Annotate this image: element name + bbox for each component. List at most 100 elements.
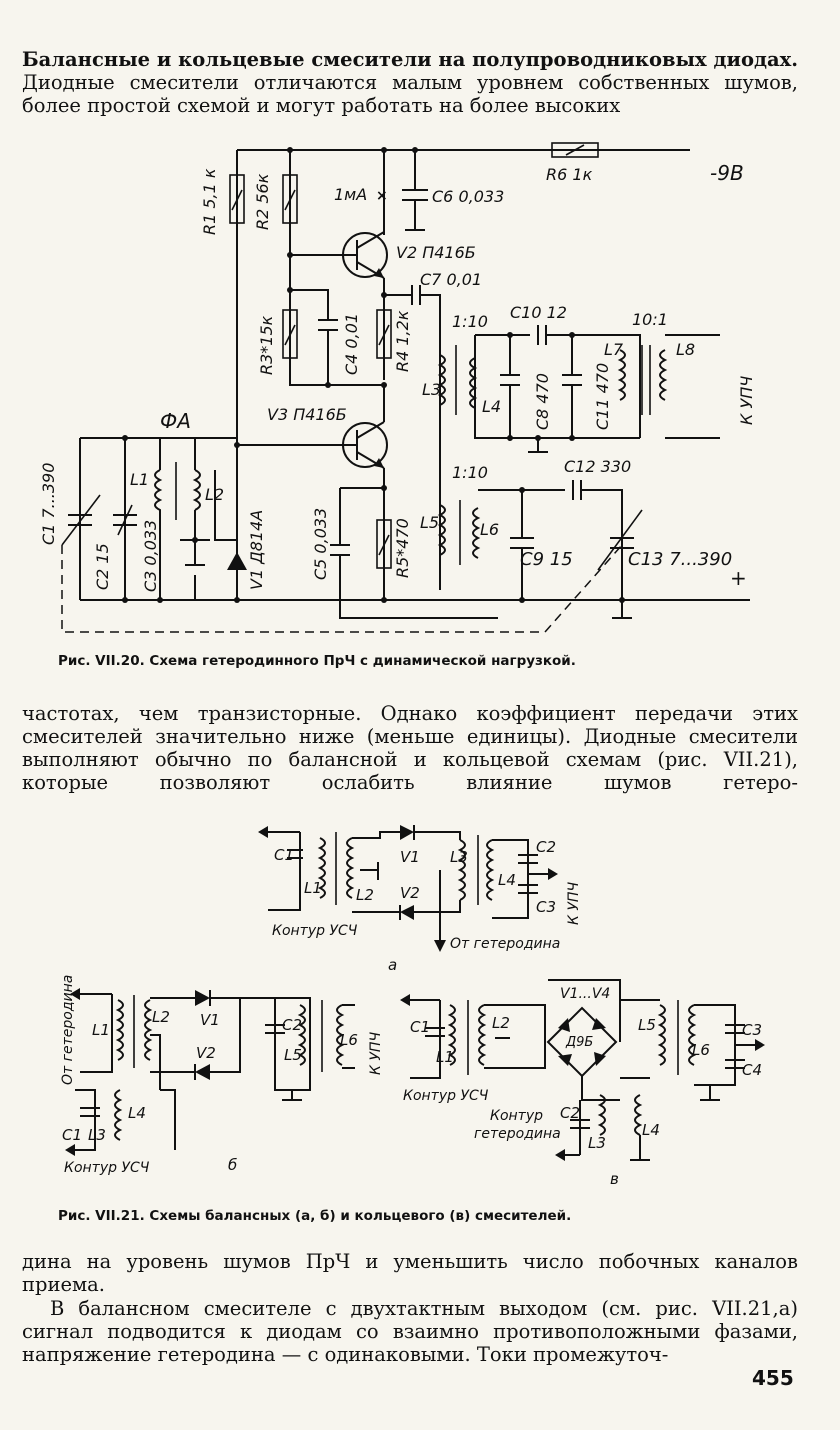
coil-v-l1 <box>447 1004 456 1066</box>
label-a-v1: V1 <box>400 848 420 866</box>
label-r3: R3*15к <box>257 315 276 375</box>
label-c13: C13 7...390 <box>628 549 732 570</box>
label-v-l3: L3 <box>588 1134 606 1152</box>
label-l5: L5 <box>420 513 439 532</box>
label-b-kontur: Контур УСЧ <box>64 1160 150 1176</box>
label-ratio-2: 1:10 <box>452 463 488 482</box>
svg-text:×: × <box>376 188 388 204</box>
label-v-l5: L5 <box>638 1016 656 1034</box>
scheme-v: C1 L1 L2 V1...V4 Д9Б L5 L6 C3 C4 Контур … <box>400 979 765 1188</box>
label-c8: C8 470 <box>533 373 552 430</box>
figure-caption-vii-20: Рис. VII.20. Схема гетеродинного ПрЧ с д… <box>58 653 576 669</box>
label-v-c2: C2 <box>560 1104 580 1122</box>
coil-a-l4 <box>486 839 495 901</box>
paragraph-middle: частотах, чем транзисторные. Однако коэф… <box>22 702 798 794</box>
section-heading: Балансные и кольцевые смесители на полуп… <box>22 48 798 71</box>
coil-l6 <box>472 507 481 559</box>
resistor-r6 <box>551 142 599 158</box>
label-v-diodes: V1...V4 <box>560 986 610 1002</box>
label-c10: C10 12 <box>510 303 567 322</box>
label-v-c3: C3 <box>742 1021 762 1039</box>
label-v1: V1 Д814А <box>247 510 266 590</box>
diode-a-v2 <box>400 905 414 920</box>
label-c11: C11 470 <box>593 363 612 430</box>
label-v2: V2 П416Б <box>396 243 476 262</box>
label-c9: C9 15 <box>520 549 573 570</box>
label-l3: L3 <box>422 380 441 399</box>
label-b-c2: C2 <box>282 1016 302 1034</box>
diode-b-v1 <box>195 990 210 1006</box>
label-a-c1: C1 <box>274 846 294 864</box>
coil-v-l2 <box>478 1004 487 1066</box>
label-v-l4: L4 <box>642 1121 660 1139</box>
label-a-ot-get: От гетеродина <box>450 936 560 952</box>
resistor-r4 <box>376 309 392 359</box>
coil-l2 <box>180 438 210 600</box>
coil-l1 <box>154 438 163 600</box>
schematic-fig-vii-21: C1 L1 L2 V1 V2 L3 C2 L4 C3 К УПЧ Контур … <box>60 825 765 1188</box>
coil-v-l5 <box>657 1004 666 1066</box>
paragraph-intro: Балансные и кольцевые смесители на полуп… <box>22 48 798 117</box>
label-b-l5: L5 <box>284 1046 302 1064</box>
coil-l3 <box>437 354 446 406</box>
label-v-c4: C4 <box>742 1061 762 1079</box>
label-fa: ФА <box>160 409 191 433</box>
scheme-b: От гетеродина L1 L2 V1 V2 C2 L5 L6 К УПЧ… <box>60 975 384 1176</box>
label-v-d9b: Д9Б <box>565 1035 593 1050</box>
label-c12: C12 330 <box>564 457 631 476</box>
label-a-l4: L4 <box>498 871 516 889</box>
resistor-r2 <box>282 174 298 224</box>
label-b-l4: L4 <box>128 1104 146 1122</box>
label-a-letter: а <box>388 956 397 974</box>
label-a-l1: L1 <box>304 879 322 897</box>
coil-a-l1 <box>317 837 326 899</box>
label-c7: C7 0,01 <box>420 270 482 289</box>
label-ratio-3: 10:1 <box>632 310 668 329</box>
label-c3: C3 0,033 <box>141 520 160 592</box>
label-out-kupch: К УПЧ <box>737 376 756 425</box>
diode-b-v2 <box>195 1064 210 1080</box>
scheme-a: C1 L1 L2 V1 V2 L3 C2 L4 C3 К УПЧ Контур … <box>258 825 582 974</box>
coil-v-l3 <box>597 1094 606 1136</box>
label-b-v2: V2 <box>196 1044 216 1062</box>
coil-b-l1 <box>115 999 124 1061</box>
label-l4: L4 <box>482 397 501 416</box>
label-v-l6: L6 <box>692 1041 710 1059</box>
paragraph-text: Диодные смесители отличаются малым уровн… <box>22 71 798 117</box>
coil-b-l5 <box>297 1004 306 1066</box>
label-r1: R1 5,1 к <box>200 168 219 235</box>
label-b-l2: L2 <box>152 1008 170 1026</box>
label-c2: C2 15 <box>93 543 112 590</box>
label-a-v2: V2 <box>400 884 420 902</box>
label-plus: + <box>730 566 747 590</box>
resistor-r1 <box>229 174 245 224</box>
label-v-kontur-get-2: гетеродина <box>474 1126 561 1142</box>
coil-b-l2 <box>144 999 153 1061</box>
label-a-c2: C2 <box>536 838 556 856</box>
coil-l8 <box>659 334 720 439</box>
coil-l7 <box>617 349 626 401</box>
coil-a-l3 <box>457 839 466 901</box>
paragraph-balance-mixer: В балансном смесителе с двухтактным выхо… <box>22 1297 798 1366</box>
figure-caption-vii-21: Рис. VII.21. Схемы балансных (а, б) и ко… <box>58 1208 572 1224</box>
label-b-c1: C1 <box>62 1126 82 1144</box>
label-c1: C1 7...390 <box>39 463 58 545</box>
label-v-l2: L2 <box>492 1014 510 1032</box>
label-b-v1: V1 <box>200 1011 220 1029</box>
label-v3: V3 П416Б <box>267 405 347 424</box>
paragraph-continued: дина на уровень шумов ПрЧ и уменьшить чи… <box>22 1250 798 1296</box>
label-b-l3: L3 <box>88 1126 106 1144</box>
label-l1: L1 <box>130 470 149 489</box>
diode-a-v1 <box>400 825 414 840</box>
resistor-r5 <box>376 519 392 569</box>
label-b-letter: б <box>228 1156 237 1174</box>
label-a-l3: L3 <box>450 848 468 866</box>
resistor-r3 <box>282 309 298 359</box>
coil-a-l2 <box>346 837 355 899</box>
label-ratio-1: 1:10 <box>452 312 488 331</box>
coil-l5 <box>437 504 446 556</box>
label-a-kupch: К УПЧ <box>566 882 582 925</box>
label-v-kontur: Контур УСЧ <box>403 1088 489 1104</box>
label-l6: L6 <box>480 520 499 539</box>
page-number: 455 <box>752 1366 794 1390</box>
